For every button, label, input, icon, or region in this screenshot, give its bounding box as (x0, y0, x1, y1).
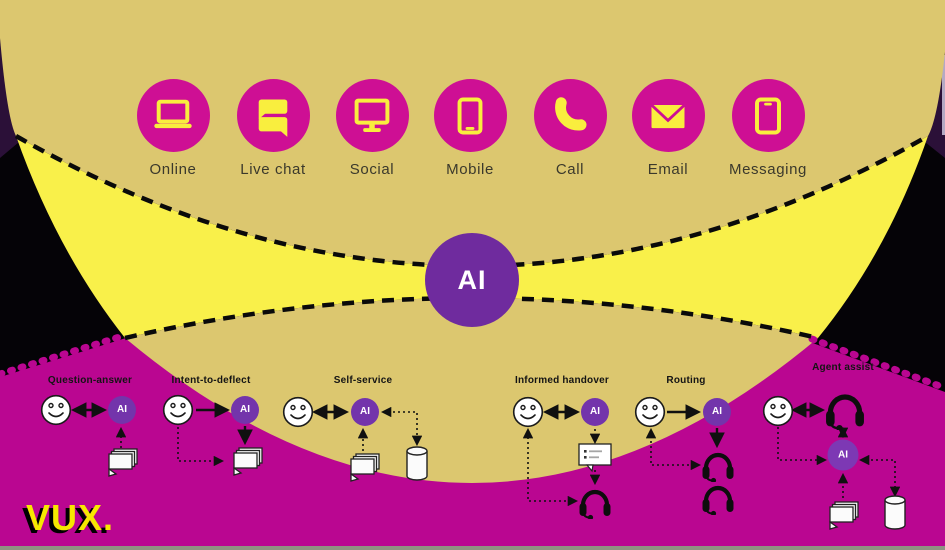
channel-call: Call (530, 79, 610, 178)
customer-icon (282, 396, 314, 428)
ai-node-label: AI (240, 404, 250, 415)
customer-icon (512, 396, 544, 428)
ai-node-label: AI (590, 406, 600, 417)
note-icon (576, 441, 614, 473)
documents-icon (343, 451, 381, 485)
agent-headset-icon (700, 446, 736, 484)
channel-social: Social (332, 79, 412, 178)
documents-icon (822, 499, 860, 533)
phone-handset-icon (533, 79, 607, 152)
edge-sliver-right (942, 55, 945, 135)
ai-node: AI (351, 398, 379, 426)
envelope-icon (631, 79, 705, 152)
ai-node-label: AI (360, 406, 370, 417)
usecase-title-question-answer: Question-answer (47, 375, 133, 386)
channel-online: Online (133, 79, 213, 178)
agent-headset-icon (700, 479, 736, 517)
chat-bubbles-icon (236, 79, 310, 152)
monitor-icon (335, 79, 409, 152)
customer-icon (40, 394, 72, 426)
usecase-title-self-service: Self-service (333, 375, 393, 386)
ai-node: AI (581, 398, 609, 426)
dashed-curve-upper (14, 134, 930, 269)
channel-label: Messaging (729, 161, 807, 178)
ai-node-label: AI (712, 406, 722, 417)
yellow-funnel (16, 136, 928, 338)
channel-label: Call (555, 161, 585, 178)
ai-hub-label: AI (457, 264, 487, 295)
ai-node: AI (703, 398, 731, 426)
channel-label: Live chat (240, 161, 306, 178)
ai-node: AI (231, 396, 259, 424)
usecase-title-agent-assist: Agent assist (812, 362, 874, 373)
usecase-title-intent-to-deflect: Intent-to-deflect (171, 375, 251, 386)
customer-icon (762, 395, 794, 427)
smartphone-chat-icon (731, 79, 805, 152)
usecase-title-routing: Routing (666, 375, 706, 386)
channel-label: Mobile (446, 161, 494, 178)
database-icon (881, 495, 909, 531)
vux-logo: VUX. (26, 497, 115, 538)
channel-label: Social (349, 161, 395, 178)
documents-icon (226, 445, 264, 479)
channel-label: Email (647, 161, 689, 178)
channel-label: Online (149, 161, 197, 178)
agent-headset-icon (823, 386, 867, 432)
channel-mobile: Mobile (430, 79, 510, 178)
channel-messaging: Messaging (728, 79, 808, 178)
ai-hub: AI (425, 233, 519, 327)
laptop-icon (136, 79, 210, 152)
customer-icon (634, 396, 666, 428)
database-icon (403, 446, 431, 482)
ai-node: AI (827, 439, 859, 471)
bottom-edge-strip (0, 546, 945, 550)
corner-wedge-left (0, 34, 19, 158)
channel-email: Email (628, 79, 708, 178)
customer-icon (162, 394, 194, 426)
scallop-edge-left (0, 331, 130, 378)
gold-bottom-dome (125, 298, 818, 483)
channel-live-chat: Live chat (233, 79, 313, 178)
ai-node-label: AI (838, 449, 848, 460)
scallop-edge-right (808, 335, 945, 392)
ai-node-label: AI (117, 404, 127, 415)
smartphone-icon (433, 79, 507, 152)
agent-headset-icon (577, 483, 613, 521)
documents-icon (101, 446, 139, 480)
usecase-title-informed-handover: Informed handover (515, 375, 609, 386)
ai-node: AI (108, 396, 136, 424)
